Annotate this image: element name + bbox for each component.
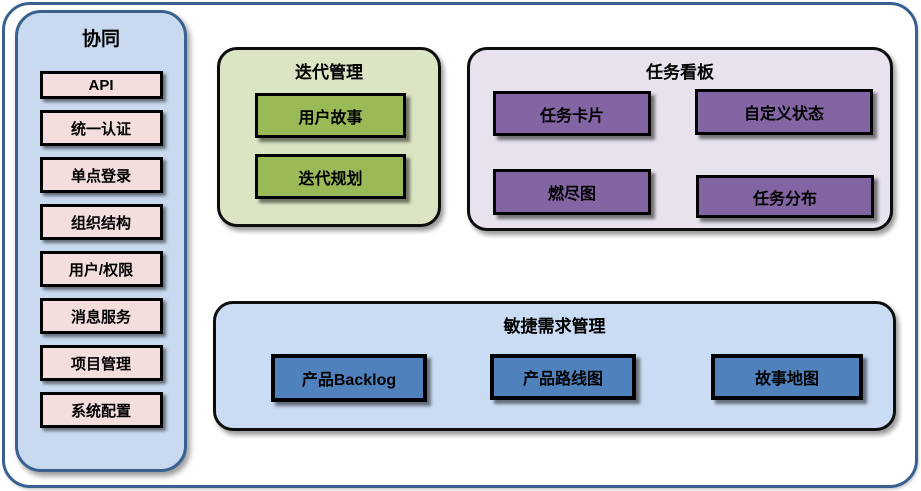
sidebar-item-project-management: 项目管理: [39, 345, 163, 381]
panel-agile-requirements-title: 敏捷需求管理: [503, 317, 606, 336]
panel-task-board-title: 任务看板: [646, 63, 714, 82]
panel-agile-requirements: 敏捷需求管理 产品Backlog 产品路线图 故事地图: [213, 301, 896, 431]
sidebar-item-message-service: 消息服务: [39, 298, 163, 334]
panel-iteration-title: 迭代管理: [295, 63, 363, 82]
sidebar-item-sso: 单点登录: [39, 157, 163, 193]
panel-iteration-management: 迭代管理 用户故事 迭代规划: [217, 47, 441, 227]
sidebar-item-unified-auth: 统一认证: [39, 110, 163, 146]
sidebar-item-user-permission: 用户/权限: [39, 251, 163, 287]
box-custom-status: 自定义状态: [695, 89, 873, 135]
box-product-roadmap: 产品路线图: [490, 354, 636, 400]
box-user-story: 用户故事: [255, 93, 406, 138]
box-burndown-chart: 燃尽图: [493, 169, 651, 215]
panel-collaboration: 协同 API 统一认证 单点登录 组织结构 用户/权限 消息服务 项目管理 系统…: [15, 10, 187, 472]
box-task-distribution: 任务分布: [696, 175, 874, 218]
box-iteration-planning: 迭代规划: [255, 154, 406, 199]
box-product-backlog: 产品Backlog: [271, 354, 427, 402]
sidebar-item-api: API: [39, 71, 163, 99]
panel-collaboration-title: 协同: [81, 29, 120, 50]
box-story-map: 故事地图: [711, 354, 863, 400]
sidebar-item-org-structure: 组织结构: [39, 204, 163, 240]
sidebar-item-list: API 统一认证 单点登录 组织结构 用户/权限 消息服务 项目管理 系统配置: [18, 71, 184, 439]
panel-task-board: 任务看板 任务卡片 自定义状态 燃尽图 任务分布: [467, 47, 893, 231]
box-task-card: 任务卡片: [493, 91, 651, 136]
sidebar-item-system-config: 系统配置: [39, 392, 163, 428]
